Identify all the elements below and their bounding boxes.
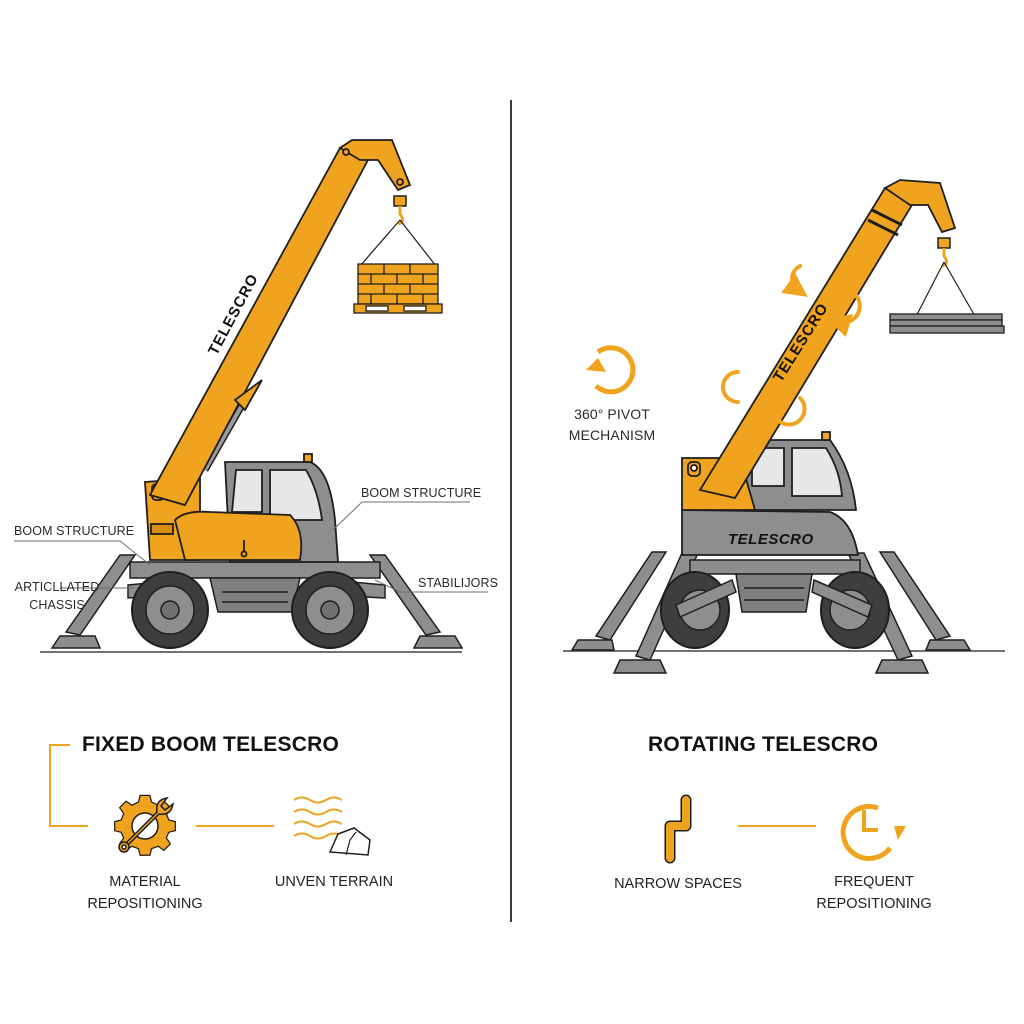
cab-left [224,453,339,563]
fixed-boom-telehandler [14,139,488,653]
left-features-graphics [49,744,371,856]
narrow-path-icon [664,794,692,864]
hook-right [937,237,951,268]
callout-lines-left [14,501,488,593]
brick-pallet-load [353,263,443,314]
hook-left [393,195,407,226]
undercarriage-right [689,559,861,613]
panel-divider [510,100,512,922]
pivot-rotate-icon [586,345,636,395]
feature-label-line1: UNVEN TERRAIN [274,874,394,890]
gear-wrench-icon [114,794,176,856]
clock-rotate-icon [840,803,906,861]
uneven-terrain-icon [293,796,371,856]
feature-label-line1: NARROW SPACES [614,876,742,892]
steel-plates-load [889,313,1005,334]
feature-label-line2: REPOSITIONING [87,896,203,912]
callout-articulated-line2: CHASSIS [29,598,85,612]
rotating-telehandler [563,179,1005,674]
callout-pivot-line1: 360° PIVOT [574,406,650,422]
callout-boom-structure-right: BOOM STRUCTURE [361,486,482,500]
boom-right [698,179,957,500]
callout-pivot-line2: MECHANISM [568,427,656,443]
callout-360-pivot: 360° PIVOT MECHANISM [552,404,672,446]
feature-label-narrow-spaces: NARROW SPACES [608,873,748,895]
callout-articulated-line1: ARTICLLATED [14,580,100,594]
body-brand-right: TELESCRO [728,531,814,548]
callout-boom-structure-left: BOOM STRUCTURE [14,524,135,538]
turret-right [681,431,860,556]
title-rotating: ROTATING TELESCRO [648,733,879,756]
callout-stabilizers: STABILIJORS [418,576,499,590]
feature-label-frequent-repositioning: FREQUENT REPOSITIONING [804,871,944,915]
bracket-line [49,744,88,827]
feature-label-material-repositioning: MATERIAL REPOSITIONING [75,871,215,915]
callout-articulated-chassis: ARTICLLATED CHASSIS [12,578,102,614]
feature-label-uneven-terrain: UNVEN TERRAIN [264,871,404,893]
wheel-left-rear [291,571,369,649]
feature-label-line1: MATERIAL [109,874,181,890]
title-fixed-boom: FIXED BOOM TELESCRO [82,733,339,756]
feature-label-line2: REPOSITIONING [816,896,932,912]
right-features-graphics [664,794,906,864]
rotation-arrows [721,264,862,427]
feature-label-line1: FREQUENT [834,874,914,890]
wheel-left-front [131,571,209,649]
boom-left [148,139,412,507]
